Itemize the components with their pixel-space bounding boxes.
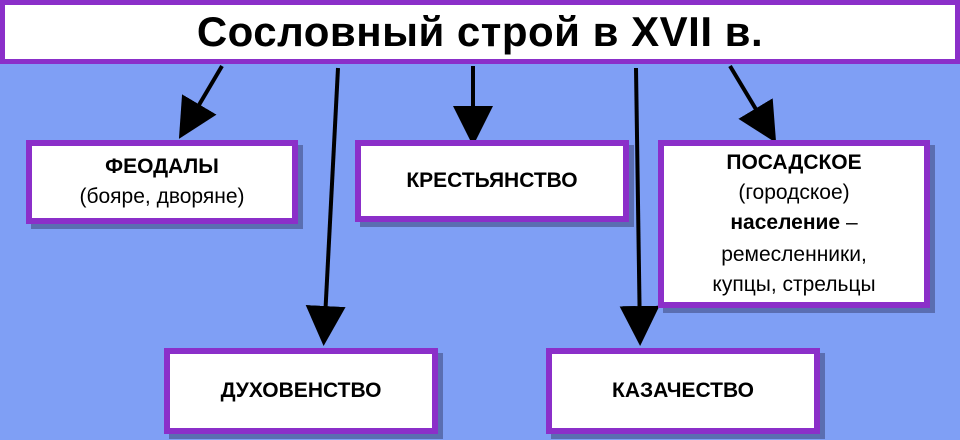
arrow-to-feudals: [178, 64, 224, 139]
posad-box: ПОСАДСКОЕ (городское) население – ремесл…: [658, 140, 930, 308]
posad-population-line: население –: [730, 208, 857, 240]
feudals-box: ФЕОДАЛЫ (бояре, дворяне): [26, 140, 298, 224]
cossacks-name: КАЗАЧЕСТВО: [612, 379, 754, 402]
posad-note-craftsmen: ремесленники,: [721, 243, 867, 266]
clergy-box: ДУХОВЕНСТВО: [164, 348, 438, 434]
diagram-title: Сословный строй в XVII в.: [196, 8, 764, 55]
diagram-title-box: Сословный строй в XVII в.: [0, 0, 960, 64]
arrow-to-cossacks: [619, 67, 660, 346]
arrow-to-clergy: [305, 67, 346, 346]
peasantry-box: КРЕСТЬЯНСТВО: [355, 140, 629, 222]
clergy-name: ДУХОВЕНСТВО: [220, 379, 382, 402]
posad-name: ПОСАДСКОЕ: [726, 151, 862, 174]
feudals-name: ФЕОДАЛЫ: [105, 155, 219, 178]
peasantry-name: КРЕСТЬЯНСТВО: [406, 169, 578, 192]
cossacks-box: КАЗАЧЕСТВО: [546, 348, 820, 434]
feudals-note: (бояре, дворяне): [79, 185, 245, 208]
arrow-to-posad: [728, 64, 777, 143]
posad-note-merchants: купцы, стрельцы: [712, 273, 876, 296]
posad-population: население: [730, 211, 841, 234]
posad-dash: –: [840, 211, 858, 234]
posad-note-city: (городское): [738, 181, 850, 204]
